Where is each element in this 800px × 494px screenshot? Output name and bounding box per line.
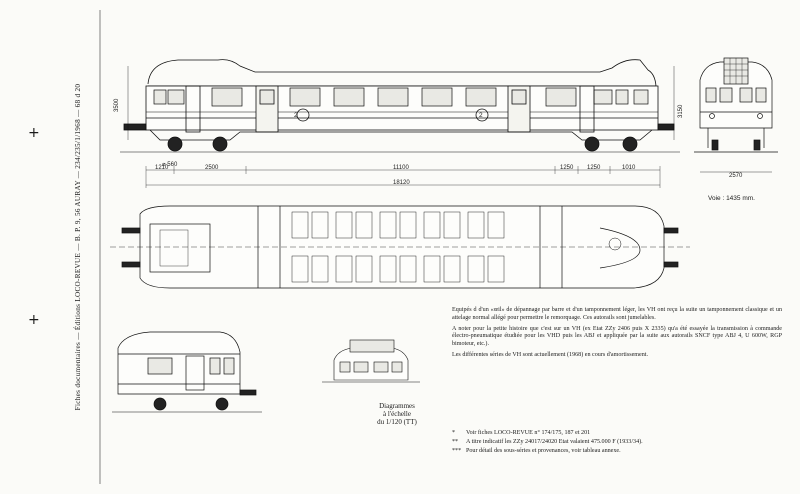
footnotes: * Voir fiches LOCO-REVUE n° 174/175, 187… [452, 429, 782, 455]
caption-paragraph-2: A noter pour la petite histoire que c'es… [452, 325, 782, 348]
footnote-mark: *** [452, 447, 462, 454]
diagrams-label-line2: à l'échelle [383, 410, 411, 419]
dim-2500: 2500 [205, 165, 219, 171]
car-number-2: 2 [479, 112, 483, 119]
plan-view-drawing [110, 205, 690, 289]
detail-front-drawing [322, 339, 420, 383]
footnote-1: * Voir fiches LOCO-REVUE n° 174/175, 187… [452, 429, 782, 438]
dim-1250b: 1250 [587, 165, 601, 171]
caption-paragraph-1: Equipés d d'un «œil» de dépannage par ba… [452, 307, 782, 321]
diagrams-label-line3: du 1/120 (TT) [377, 418, 417, 427]
diagrams-label-line1: Diagrammes [379, 402, 415, 410]
footnote-text: Voir fiches LOCO-REVUE n° 174/175, 187 e… [466, 430, 591, 436]
dim-wheel: ⌀ 560 [162, 162, 178, 168]
footnote-mark: * [452, 430, 456, 436]
registration-mark-bottom: + [28, 312, 40, 328]
registration-mark-top: + [28, 125, 40, 141]
dim-total: 18120 [393, 180, 410, 186]
side-elevation-drawing [120, 59, 680, 153]
dim-height-right: 3150 [678, 104, 684, 118]
caption-paragraph-3: Les différentes séries de VH sont actuel… [452, 351, 648, 358]
front-view-drawing [694, 57, 778, 173]
car-number-1: 2 [294, 112, 298, 119]
footnote-3: *** Pour détail des sous-séries et prove… [452, 447, 782, 456]
dim-1210: 1210 [155, 165, 169, 171]
dimension-row [145, 166, 661, 188]
footnote-text: A titre indicatif les ZZy 24017/24020 Et… [466, 438, 643, 445]
footnote-text: Pour détail des sous-séries et provenanc… [466, 447, 621, 454]
track-gauge-note: Voie : 1435 mm. [708, 195, 755, 202]
detail-side-drawing [112, 331, 262, 413]
footnote-mark: ** [452, 438, 459, 445]
dim-1010: 1010 [622, 165, 636, 171]
footnote-2: ** A titre indicatif les ZZy 24017/24020… [452, 438, 782, 447]
dim-11100: 11100 [393, 165, 409, 171]
dim-1250a: 1250 [560, 165, 574, 171]
caption-text: Equipés d d'un «œil» de dépannage par ba… [452, 307, 782, 363]
dim-height-left: 3500 [114, 98, 120, 112]
diagrams-label: Diagrammes à l'échelle du 1/120 (TT) [352, 402, 442, 426]
dim-front-width: 2570 [729, 173, 743, 179]
